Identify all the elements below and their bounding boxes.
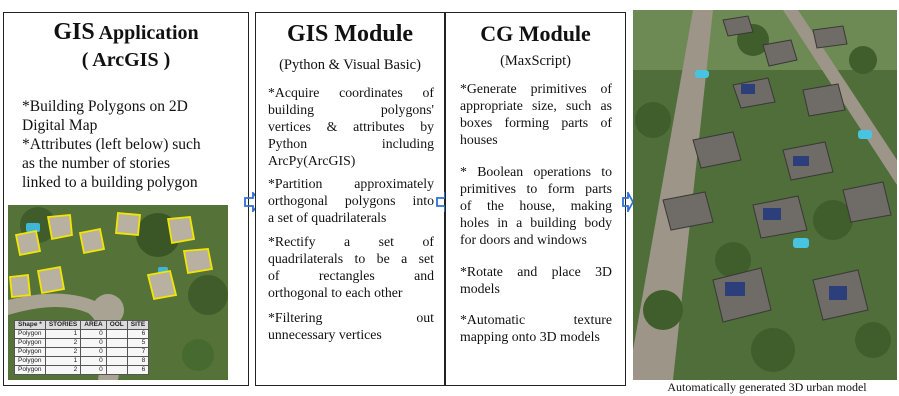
table-row: Polygon 1 0 8 bbox=[14, 356, 150, 366]
cg-module-text-line: of the house, making bbox=[460, 198, 612, 213]
cg-module-text-line: *Automatic texture bbox=[460, 312, 612, 327]
table-cell: 0 bbox=[80, 365, 107, 375]
cg-module-text-line: appropriate size, such as bbox=[460, 98, 612, 113]
cg-module-text-line: houses bbox=[460, 132, 498, 147]
table-cell: 8 bbox=[126, 356, 150, 366]
gis-module-text-line: of rectangles and bbox=[268, 268, 434, 283]
gis-application-text-line: *Building Polygons on 2D bbox=[22, 98, 188, 115]
attribute-table-header: AREA bbox=[80, 320, 107, 330]
table-cell bbox=[105, 356, 128, 366]
urban-model-caption: Automatically generated 3D urban model bbox=[667, 380, 867, 394]
arrow-right-icon bbox=[622, 192, 634, 212]
gis-application-title: GIS Application bbox=[53, 19, 199, 45]
table-row: Polygon 1 0 6 bbox=[14, 329, 150, 339]
table-row: Polygon 2 0 7 bbox=[14, 347, 150, 357]
gis-module-text-line: *Filtering out bbox=[268, 310, 434, 325]
cg-module-subtitle: (MaxScript) bbox=[500, 53, 571, 69]
cg-module-text-line: *Rotate and place 3D bbox=[460, 264, 612, 279]
gis-module-text-line: unnecessary vertices bbox=[268, 327, 382, 342]
table-cell bbox=[105, 347, 128, 357]
table-cell: 0 bbox=[80, 329, 107, 339]
table-cell: 2 bbox=[44, 338, 82, 348]
cg-module-title: CG Module bbox=[480, 21, 591, 46]
table-cell: Polygon bbox=[14, 329, 46, 339]
gis-module-text-line: building polygons' bbox=[268, 102, 434, 117]
gis-module-text-line: vertices & attributes by bbox=[268, 119, 434, 134]
gis-module-title: GIS Module bbox=[286, 21, 414, 47]
table-cell: Polygon bbox=[14, 356, 46, 366]
gis-application-text-line: *Attributes (left below) such bbox=[22, 136, 201, 153]
cg-module-text-line: models bbox=[460, 281, 500, 296]
cg-module-text-line: * Boolean operations to bbox=[460, 164, 612, 179]
cg-module-text-line: *Generate primitives of bbox=[460, 81, 612, 96]
attribute-table-header: OOL bbox=[105, 320, 128, 330]
attribute-table: Shape * STORIES AREA OOL SITE Polygon 1 … bbox=[14, 320, 150, 375]
cg-module-text-line: holes in a building body bbox=[460, 215, 612, 230]
table-cell: 0 bbox=[80, 347, 107, 357]
cg-module-text-line: mapping onto 3D models bbox=[460, 329, 600, 344]
gis-application-subtitle: ( ArcGIS ) bbox=[81, 49, 171, 71]
attribute-table-header-row: Shape * STORIES AREA OOL SITE bbox=[14, 320, 150, 330]
table-row: Polygon 2 0 6 bbox=[14, 365, 150, 375]
gis-module-text-line: Python including bbox=[268, 136, 434, 151]
table-cell bbox=[105, 365, 128, 375]
cg-module-text-line: for doors and windows bbox=[460, 232, 587, 247]
gis-module-subtitle: (Python & Visual Basic) bbox=[279, 57, 421, 73]
cg-module-text-line: primitives to form parts bbox=[460, 181, 612, 196]
gis-module-text-line: *Acquire coordinates of bbox=[268, 85, 434, 100]
table-cell bbox=[105, 338, 128, 348]
gis-module-text-line: quadrilaterals to be a set bbox=[268, 251, 434, 266]
table-cell: 0 bbox=[80, 338, 107, 348]
gis-module-text-line: orthogonal polygons into bbox=[268, 193, 434, 208]
table-cell: 6 bbox=[126, 365, 150, 375]
cg-module-panel: CG Module (MaxScript) *Generate primitiv… bbox=[445, 12, 626, 386]
gis-module-text-line: *Partition approximately bbox=[268, 176, 434, 191]
cg-module-text-line: boxes forming parts of bbox=[460, 115, 612, 130]
table-cell: Polygon bbox=[14, 338, 46, 348]
table-cell: 0 bbox=[80, 356, 107, 366]
table-cell: 6 bbox=[126, 329, 150, 339]
table-cell: 2 bbox=[44, 347, 82, 357]
attribute-table-header: Shape * bbox=[14, 320, 46, 330]
gis-module-text-line: *Rectify a set of bbox=[268, 234, 434, 249]
table-row: Polygon 2 0 5 bbox=[14, 338, 150, 348]
gis-module-text-line: a set of quadrilaterals bbox=[268, 210, 387, 225]
gis-module-text-line: ArcPy(ArcGIS) bbox=[268, 153, 356, 168]
table-cell: 1 bbox=[44, 356, 82, 366]
gis-application-text-line: linked to a building polygon bbox=[22, 174, 198, 191]
gis-module-text-line: orthogonal to each other bbox=[268, 285, 403, 300]
gis-module-panel: GIS Module (Python & Visual Basic) *Acqu… bbox=[255, 12, 445, 386]
table-cell: 2 bbox=[44, 365, 82, 375]
table-cell: Polygon bbox=[14, 365, 46, 375]
table-cell bbox=[105, 329, 128, 339]
gis-application-text-line: Digital Map bbox=[22, 117, 98, 134]
table-cell: 1 bbox=[44, 329, 82, 339]
table-cell: 5 bbox=[126, 338, 150, 348]
urban-3d-model-image bbox=[633, 10, 897, 380]
attribute-table-header: STORIES bbox=[44, 320, 82, 330]
table-cell: Polygon bbox=[14, 347, 46, 357]
gis-application-text-line: as the number of stories bbox=[22, 155, 171, 172]
attribute-table-header: SITE bbox=[126, 320, 150, 330]
table-cell: 7 bbox=[126, 347, 150, 357]
